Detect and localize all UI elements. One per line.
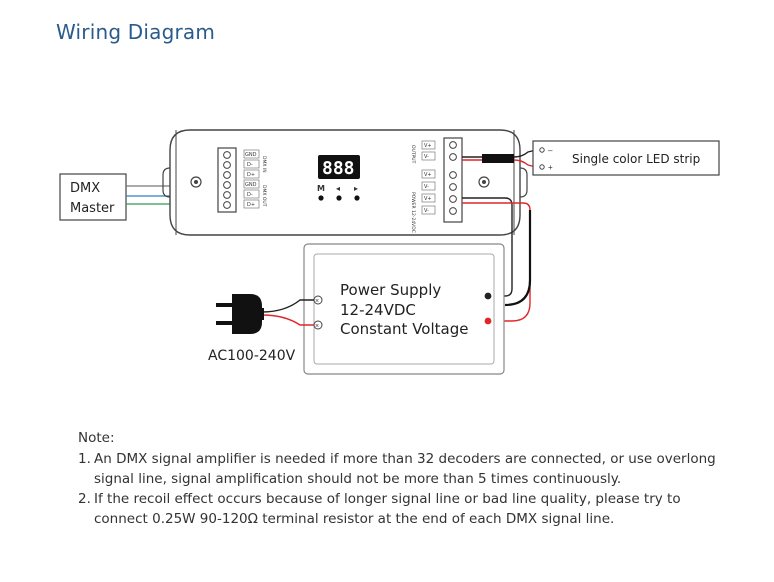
button-label-left: ◂ [336,184,340,193]
svg-text:D-: D- [247,162,253,168]
svg-text:V+: V+ [424,172,432,178]
svg-text:GND: GND [245,152,257,158]
dc-minus-terminal [484,292,492,300]
led-strip-label: Single color LED strip [572,152,700,166]
note-text: An DMX signal amplifier is needed if mor… [94,451,716,487]
left-button [336,195,342,201]
svg-text:POWER 12-24VDC: POWER 12-24VDC [410,192,416,233]
svg-text:V-: V- [424,184,429,190]
digit-display [318,155,360,179]
button-label-right: ▸ [354,184,358,193]
right-terminal-screws [449,141,457,215]
button-label-m: M [317,184,325,193]
svg-text:D+: D+ [247,202,255,208]
svg-text:V+: V+ [424,143,432,149]
page-title: Wiring Diagram [56,20,216,44]
led-strip-box: – + Single color LED strip [532,140,720,176]
right-terminal-labels: V+ V- V+ V- V+ V- OUTPUT POWER 12-24VDC [410,140,436,233]
svg-text:V-: V- [424,154,429,160]
note-number: 2. [78,491,91,507]
svg-text:GND: GND [245,182,257,188]
dmx-decoder: GND D- D+ GND D- D+ DMX IN DMX OUT 888 M… [162,129,528,236]
dmx-master-box: DMX Master [59,173,127,221]
ac-input-label: AC100-240V [208,348,296,364]
svg-text:DMX OUT: DMX OUT [261,185,267,207]
dc-plus-terminal [484,317,492,325]
power-input-wires [462,197,532,322]
display-digits: 888 [322,158,355,179]
dmx-master-label-line1: DMX [70,181,100,196]
svg-text:D+: D+ [247,172,255,178]
note-number: 1. [78,451,91,467]
note-item: 2. If the recoil effect occurs because o… [78,489,738,529]
left-terminal-screws [223,151,231,209]
svg-text:V-: V- [424,208,429,214]
svg-text:D-: D- [247,192,253,198]
power-supply-line3: Constant Voltage [340,320,468,338]
svg-text:×: × [315,298,319,305]
svg-text:DMX IN: DMX IN [261,156,267,173]
plug-icon [232,294,262,334]
note-item: 1. An DMX signal amplifier is needed if … [78,449,738,489]
led-strip-minus: – [548,146,553,155]
power-supply-box: Power Supply 12-24VDC Constant Voltage ×… [303,243,505,375]
notes-heading: Note: [78,430,115,446]
mode-button [318,195,324,201]
power-supply-line1: Power Supply [340,281,441,299]
right-button [354,195,360,201]
left-terminal-labels: GND D- D+ GND D- D+ DMX IN DMX OUT [243,149,267,209]
power-supply-line2: 12-24VDC [340,301,416,319]
svg-text:OUTPUT: OUTPUT [410,145,416,164]
notes-section: Note: 1. An DMX signal amplifier is need… [78,428,738,529]
note-text: If the recoil effect occurs because of l… [94,491,681,527]
output-wires [462,149,537,168]
ac-plug [216,294,314,334]
dmx-master-label-line2: Master [70,201,115,216]
svg-text:×: × [315,323,319,330]
led-strip-plus: + [548,163,553,172]
svg-text:V+: V+ [424,196,432,202]
